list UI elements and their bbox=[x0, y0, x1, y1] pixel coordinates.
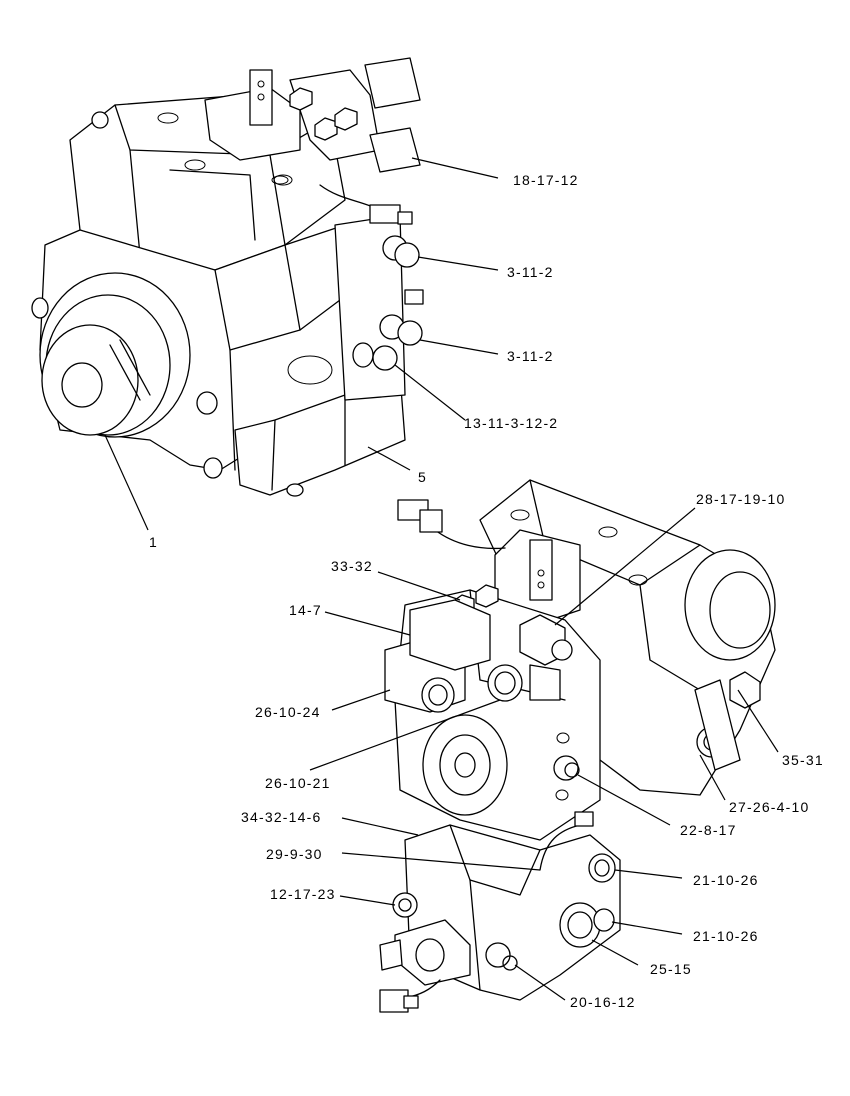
callout-28-17-19-10: 28-17-19-10 bbox=[696, 491, 785, 507]
callout-1: 1 bbox=[149, 534, 158, 550]
callout-3-11-2-upper: 3-11-2 bbox=[507, 264, 554, 280]
callout-labels: 18-17-12 3-11-2 3-11-2 13-11-3-12-2 5 1 … bbox=[149, 172, 824, 1010]
callout-21-10-26-upper: 21-10-26 bbox=[693, 872, 759, 888]
callout-29-9-30: 29-9-30 bbox=[266, 846, 323, 862]
callout-18-17-12: 18-17-12 bbox=[513, 172, 579, 188]
callout-27-26-4-10: 27-26-4-10 bbox=[729, 799, 810, 815]
callout-21-10-26-lower: 21-10-26 bbox=[693, 928, 759, 944]
upper-pump-assembly bbox=[31, 57, 424, 497]
callout-26-10-21: 26-10-21 bbox=[265, 775, 331, 791]
callout-35-31: 35-31 bbox=[782, 752, 824, 768]
leader-lines bbox=[104, 157, 779, 1001]
callout-20-16-12: 20-16-12 bbox=[570, 994, 636, 1010]
callout-12-17-23: 12-17-23 bbox=[270, 886, 336, 902]
callout-26-10-24: 26-10-24 bbox=[255, 704, 321, 720]
callout-13-11-3-12-2: 13-11-3-12-2 bbox=[464, 415, 558, 431]
callout-22-8-17: 22-8-17 bbox=[680, 822, 737, 838]
callout-3-11-2-lower: 3-11-2 bbox=[507, 348, 554, 364]
callout-34-32-14-6: 34-32-14-6 bbox=[241, 809, 322, 825]
callout-33-32: 33-32 bbox=[331, 558, 373, 574]
lower-valve-assembly bbox=[379, 479, 776, 1013]
callout-5: 5 bbox=[418, 469, 427, 485]
callout-14-7: 14-7 bbox=[289, 602, 322, 618]
callout-25-15: 25-15 bbox=[650, 961, 692, 977]
